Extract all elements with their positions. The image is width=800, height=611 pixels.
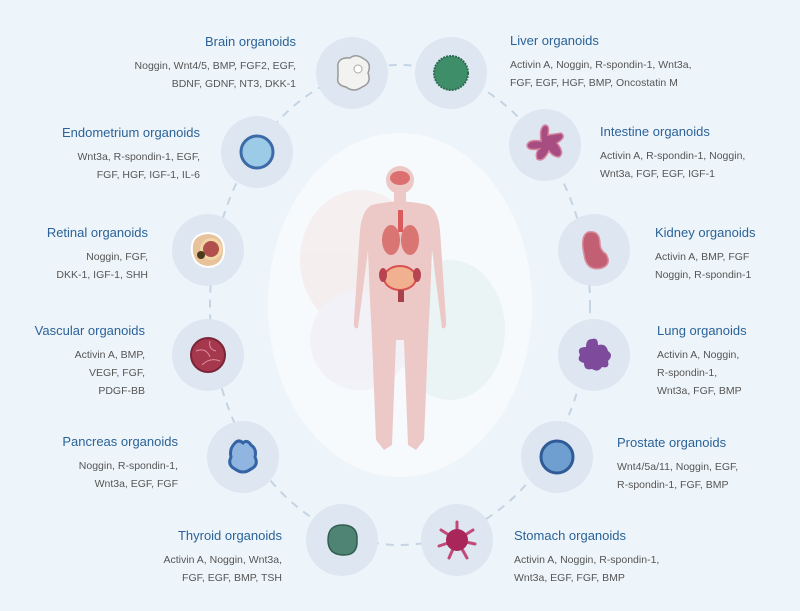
organoid-title: Prostate organoids bbox=[617, 435, 727, 450]
endometrium-organoid-icon bbox=[221, 116, 293, 188]
organoid-title: Endometrium organoids bbox=[61, 125, 200, 140]
retinal-organoid-icon bbox=[172, 214, 244, 286]
growth-factors-line: VEGF, FGF, bbox=[88, 367, 145, 379]
vascular-organoid-icon bbox=[172, 319, 244, 391]
growth-factors-line: Wnt3a, EGF, FGF, BMP bbox=[514, 572, 625, 584]
growth-factors-line: FGF, HGF, IGF-1, IL-6 bbox=[96, 169, 200, 181]
growth-factors-line: Noggin, R-spondin-1 bbox=[655, 269, 752, 281]
growth-factors-line: Noggin, Wnt4/5, BMP, FGF2, EGF, bbox=[134, 60, 296, 72]
brain-organoid-icon bbox=[316, 37, 388, 109]
growth-factors-line: DKK-1, IGF-1, SHH bbox=[56, 269, 148, 281]
growth-factors-line: Activin A, BMP, bbox=[74, 349, 145, 361]
organoid-title: Pancreas organoids bbox=[62, 434, 178, 449]
organoid-title: Vascular organoids bbox=[34, 323, 145, 338]
stomach-organoid-icon bbox=[421, 504, 493, 576]
growth-factors-line: R-spondin-1, bbox=[657, 367, 718, 379]
intestine-organoid-icon bbox=[509, 109, 581, 181]
growth-factors-line: Wnt3a, FGF, EGF, IGF-1 bbox=[600, 168, 715, 180]
organoid-title: Liver organoids bbox=[510, 33, 599, 48]
growth-factors-line: Activin A, R-spondin-1, Noggin, bbox=[600, 150, 746, 162]
organoid-title: Intestine organoids bbox=[600, 124, 710, 139]
lung-organoid-icon bbox=[558, 319, 630, 391]
growth-factors-line: Wnt3a, R-spondin-1, EGF, bbox=[77, 151, 200, 163]
growth-factors-line: Activin A, BMP, FGF bbox=[655, 251, 750, 263]
growth-factors-line: PDGF-BB bbox=[98, 385, 145, 397]
organoid-title: Kidney organoids bbox=[655, 225, 756, 240]
growth-factors-line: FGF, EGF, BMP, TSH bbox=[182, 572, 282, 584]
organoid-title: Lung organoids bbox=[657, 323, 747, 338]
organoid-title: Stomach organoids bbox=[514, 528, 627, 543]
growth-factors-line: R-spondin-1, FGF, BMP bbox=[617, 479, 729, 491]
organoid-title: Retinal organoids bbox=[46, 225, 148, 240]
organoid-title: Brain organoids bbox=[204, 34, 296, 49]
liver-organoid-icon bbox=[415, 37, 487, 109]
growth-factors-line: Activin A, Noggin, Wnt3a, bbox=[163, 554, 282, 566]
kidney-organoid-icon bbox=[558, 214, 630, 286]
growth-factors-line: Wnt3a, EGF, FGF bbox=[94, 478, 178, 490]
growth-factors-line: Noggin, R-spondin-1, bbox=[78, 460, 178, 472]
growth-factors-line: Wnt4/5a/11, Noggin, EGF, bbox=[617, 461, 739, 473]
growth-factors-line: Wnt3a, FGF, BMP bbox=[657, 385, 742, 397]
prostate-organoid-icon bbox=[521, 421, 593, 493]
growth-factors-line: Activin A, Noggin, bbox=[657, 349, 740, 361]
growth-factors-line: BDNF, GDNF, NT3, DKK-1 bbox=[171, 78, 296, 90]
dashed-ring bbox=[209, 64, 591, 546]
thyroid-organoid-icon bbox=[306, 504, 378, 576]
growth-factors-line: FGF, EGF, HGF, BMP, Oncostatin M bbox=[510, 77, 678, 89]
organoid-title: Thyroid organoids bbox=[177, 528, 282, 543]
growth-factors-line: Activin A, Noggin, R-spondin-1, bbox=[514, 554, 660, 566]
growth-factors-line: Activin A, Noggin, R-spondin-1, Wnt3a, bbox=[510, 59, 692, 71]
growth-factors-line: Noggin, FGF, bbox=[86, 251, 148, 263]
human-body-figure bbox=[353, 166, 447, 450]
pancreas-organoid-icon bbox=[207, 421, 279, 493]
